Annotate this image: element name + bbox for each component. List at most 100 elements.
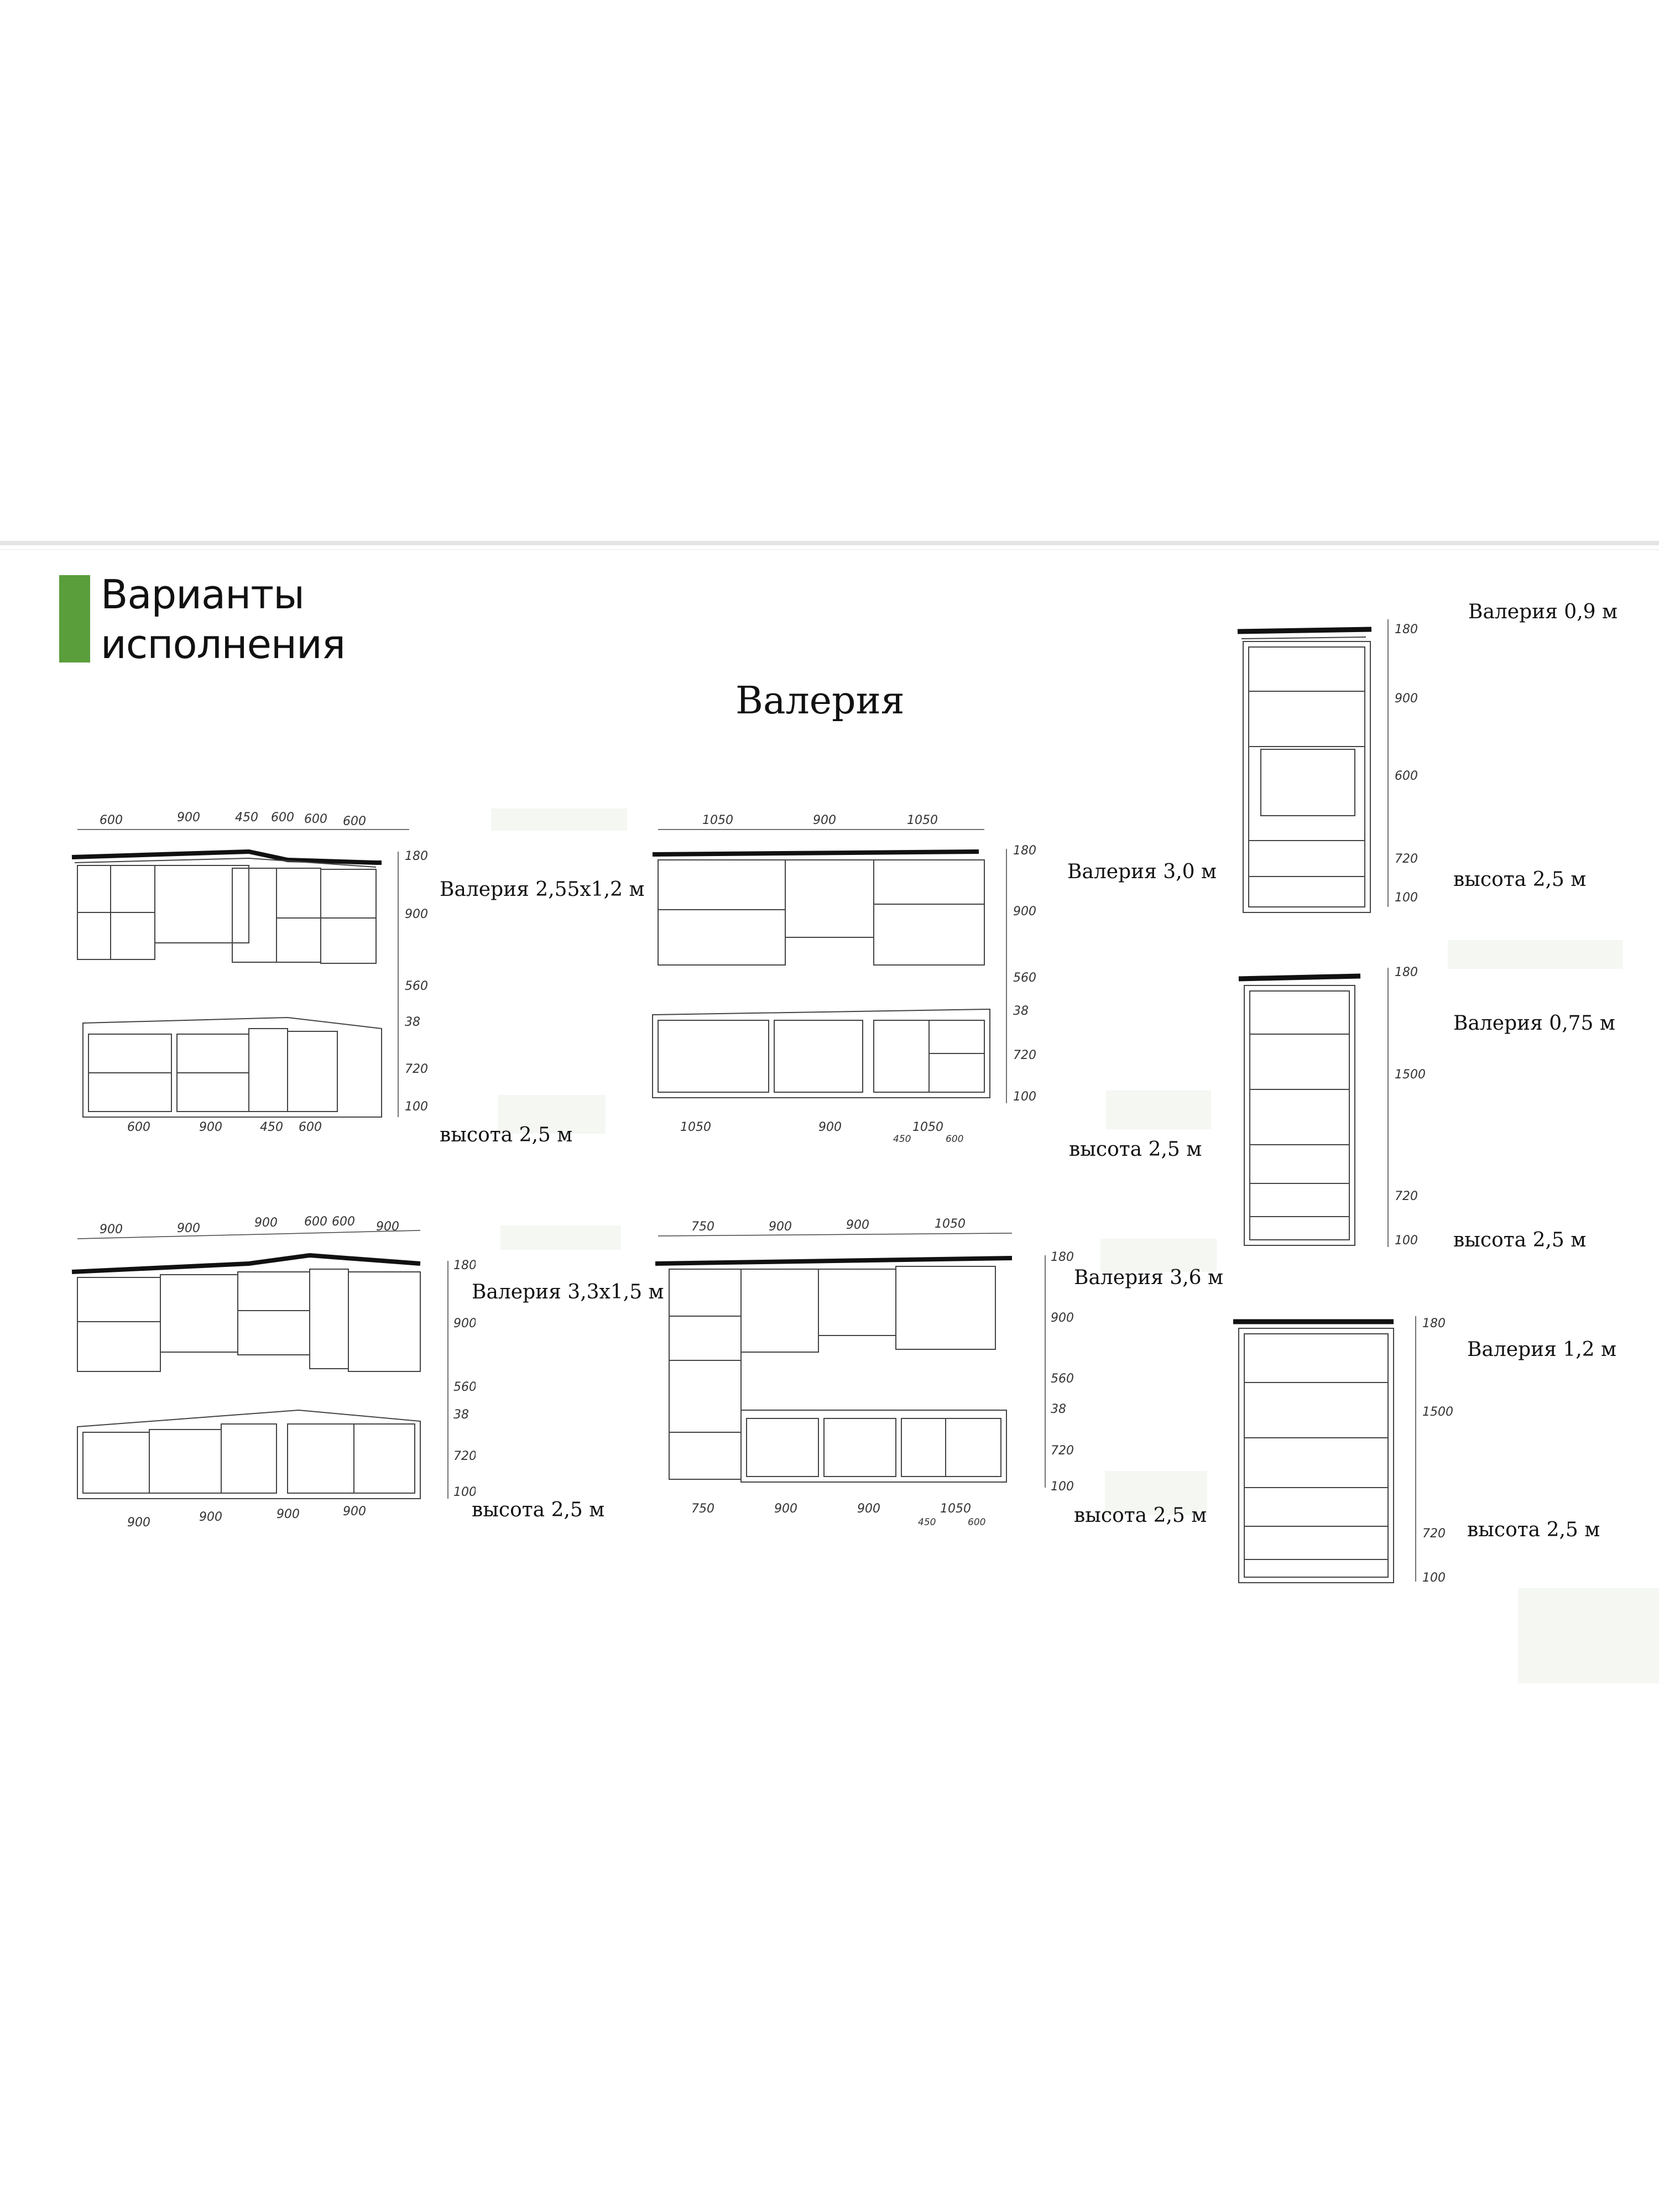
dim-label: 900 — [1395, 692, 1418, 706]
dim-label: 600 — [271, 811, 294, 825]
placeholder-block — [1448, 940, 1623, 969]
dim-label: 900 — [177, 811, 200, 825]
dim-label: 1050 — [912, 1120, 943, 1134]
kitchen-height: высота 2,5 м — [472, 1499, 605, 1521]
dim-label: 900 — [254, 1216, 278, 1230]
dim-label: 900 — [405, 907, 428, 921]
placeholder-block — [1106, 1091, 1211, 1129]
dim-label: 750 — [691, 1502, 714, 1516]
placeholder-block — [498, 1095, 606, 1134]
dim-label: 720 — [1395, 852, 1418, 866]
dim-label: 180 — [1395, 623, 1418, 637]
kitchen-height: высота 2,5 м — [440, 1124, 573, 1146]
dim-label: 720 — [1013, 1048, 1036, 1062]
placeholder-block — [1518, 1588, 1659, 1683]
dim-label: 450 — [260, 1120, 283, 1134]
dim-label: 720 — [1422, 1527, 1446, 1541]
dim-label: 720 — [453, 1449, 476, 1463]
dim-label: 900 — [774, 1502, 797, 1516]
dim-label: 1050 — [935, 1217, 966, 1231]
dim-label: 100 — [1051, 1480, 1074, 1494]
dim-label: 180 — [453, 1259, 476, 1272]
dim-label: 600 — [946, 1134, 963, 1145]
dim-label: 560 — [1013, 971, 1036, 985]
dim-label: 900 — [769, 1220, 792, 1234]
dim-label: 900 — [177, 1222, 200, 1235]
dim-label: 180 — [1395, 966, 1418, 979]
dim-label: 450 — [235, 811, 258, 825]
cabinet-height: высота 2,5 м — [1453, 1229, 1587, 1251]
dim-label: 900 — [276, 1507, 300, 1521]
accent-bar — [59, 575, 90, 662]
dim-label: 600 — [1395, 769, 1418, 783]
dim-label: 1050 — [907, 813, 938, 827]
dim-label: 900 — [199, 1510, 222, 1524]
placeholder-block — [1105, 1471, 1207, 1515]
dim-label: 750 — [691, 1220, 714, 1234]
dim-label: 38 — [453, 1408, 469, 1422]
dim-label: 720 — [1051, 1444, 1074, 1458]
dim-label: 1050 — [940, 1502, 971, 1516]
cabinet-drawing-2: 180 1500 720 100 — [1238, 966, 1426, 1248]
dim-label: 900 — [857, 1502, 880, 1516]
dim-label: 180 — [1422, 1317, 1446, 1331]
dim-label: 180 — [1051, 1250, 1074, 1264]
dim-label: 38 — [1051, 1402, 1066, 1416]
kitchen-height: высота 2,5 м — [1069, 1138, 1202, 1161]
kitchen-drawing-1: 600 900 450 600 600 600 600 900 450 600 … — [71, 811, 428, 1134]
cabinet-drawing-1: 180 900 600 720 100 — [1237, 619, 1418, 913]
dim-label: 900 — [1051, 1311, 1074, 1325]
dim-label: 900 — [376, 1220, 399, 1234]
kitchen-drawing-2: 1050 900 1050 1050 900 1050 450 600 180 … — [652, 813, 1036, 1145]
cabinet-name: Валерия 1,2 м — [1467, 1338, 1616, 1361]
dim-label: 900 — [818, 1120, 842, 1134]
dim-label: 1050 — [680, 1120, 711, 1134]
dim-label: 560 — [453, 1380, 476, 1394]
dim-label: 180 — [405, 849, 428, 863]
cabinet-drawing-3: 180 1500 720 100 — [1233, 1316, 1453, 1585]
dim-label: 600 — [299, 1120, 322, 1134]
dim-label: 900 — [813, 813, 836, 827]
dim-label: 38 — [405, 1015, 420, 1029]
dim-label: 900 — [100, 1223, 123, 1237]
top-divider — [0, 541, 1659, 545]
dim-label: 1500 — [1422, 1405, 1453, 1419]
dim-label: 900 — [343, 1505, 366, 1519]
dim-label: 600 — [127, 1120, 150, 1134]
dim-label: 450 — [893, 1134, 911, 1145]
dim-label: 900 — [1013, 905, 1036, 919]
cabinet-height: высота 2,5 м — [1453, 868, 1587, 891]
dim-label: 720 — [405, 1062, 428, 1076]
dim-label: 600 — [332, 1215, 355, 1229]
dim-label: 100 — [1013, 1090, 1036, 1104]
section-heading: Варианты исполнения — [101, 570, 346, 669]
dim-label: 900 — [127, 1516, 150, 1530]
kitchen-name: Валерия 3,3х1,5 м — [472, 1281, 664, 1303]
placeholder-block — [500, 1225, 621, 1250]
dim-label: 600 — [100, 813, 123, 827]
dim-label: 600 — [968, 1517, 985, 1528]
heading-line-1: Варианты — [101, 571, 305, 618]
dim-label: 38 — [1013, 1004, 1029, 1018]
dim-label: 100 — [453, 1485, 476, 1499]
dim-label: 600 — [343, 815, 366, 828]
kitchen-name: Валерия 3,0 м — [1067, 860, 1217, 883]
cabinet-height: высота 2,5 м — [1467, 1519, 1600, 1541]
series-title: Валерия — [735, 679, 905, 723]
placeholder-block — [1100, 1239, 1217, 1272]
heading-line-2: исполнения — [101, 621, 346, 667]
top-divider-shadow — [0, 549, 1659, 550]
dim-label: 1500 — [1395, 1068, 1426, 1082]
dim-label: 100 — [1395, 1234, 1418, 1248]
kitchen-drawing-4: 750 900 900 1050 750 900 900 1050 450 60… — [655, 1217, 1074, 1528]
dim-label: 900 — [846, 1218, 869, 1232]
cabinet-name: Валерия 0,75 м — [1453, 1012, 1615, 1035]
kitchen-height: высота 2,5 м — [1074, 1504, 1207, 1527]
dim-label: 100 — [1422, 1571, 1446, 1585]
dim-label: 180 — [1013, 844, 1036, 858]
dim-label: 600 — [304, 1215, 327, 1229]
kitchen-name: Валерия 2,55х1,2 м — [440, 878, 645, 901]
dim-label: 720 — [1395, 1190, 1418, 1203]
dim-label: 450 — [918, 1517, 936, 1528]
dim-label: 100 — [1395, 891, 1418, 905]
